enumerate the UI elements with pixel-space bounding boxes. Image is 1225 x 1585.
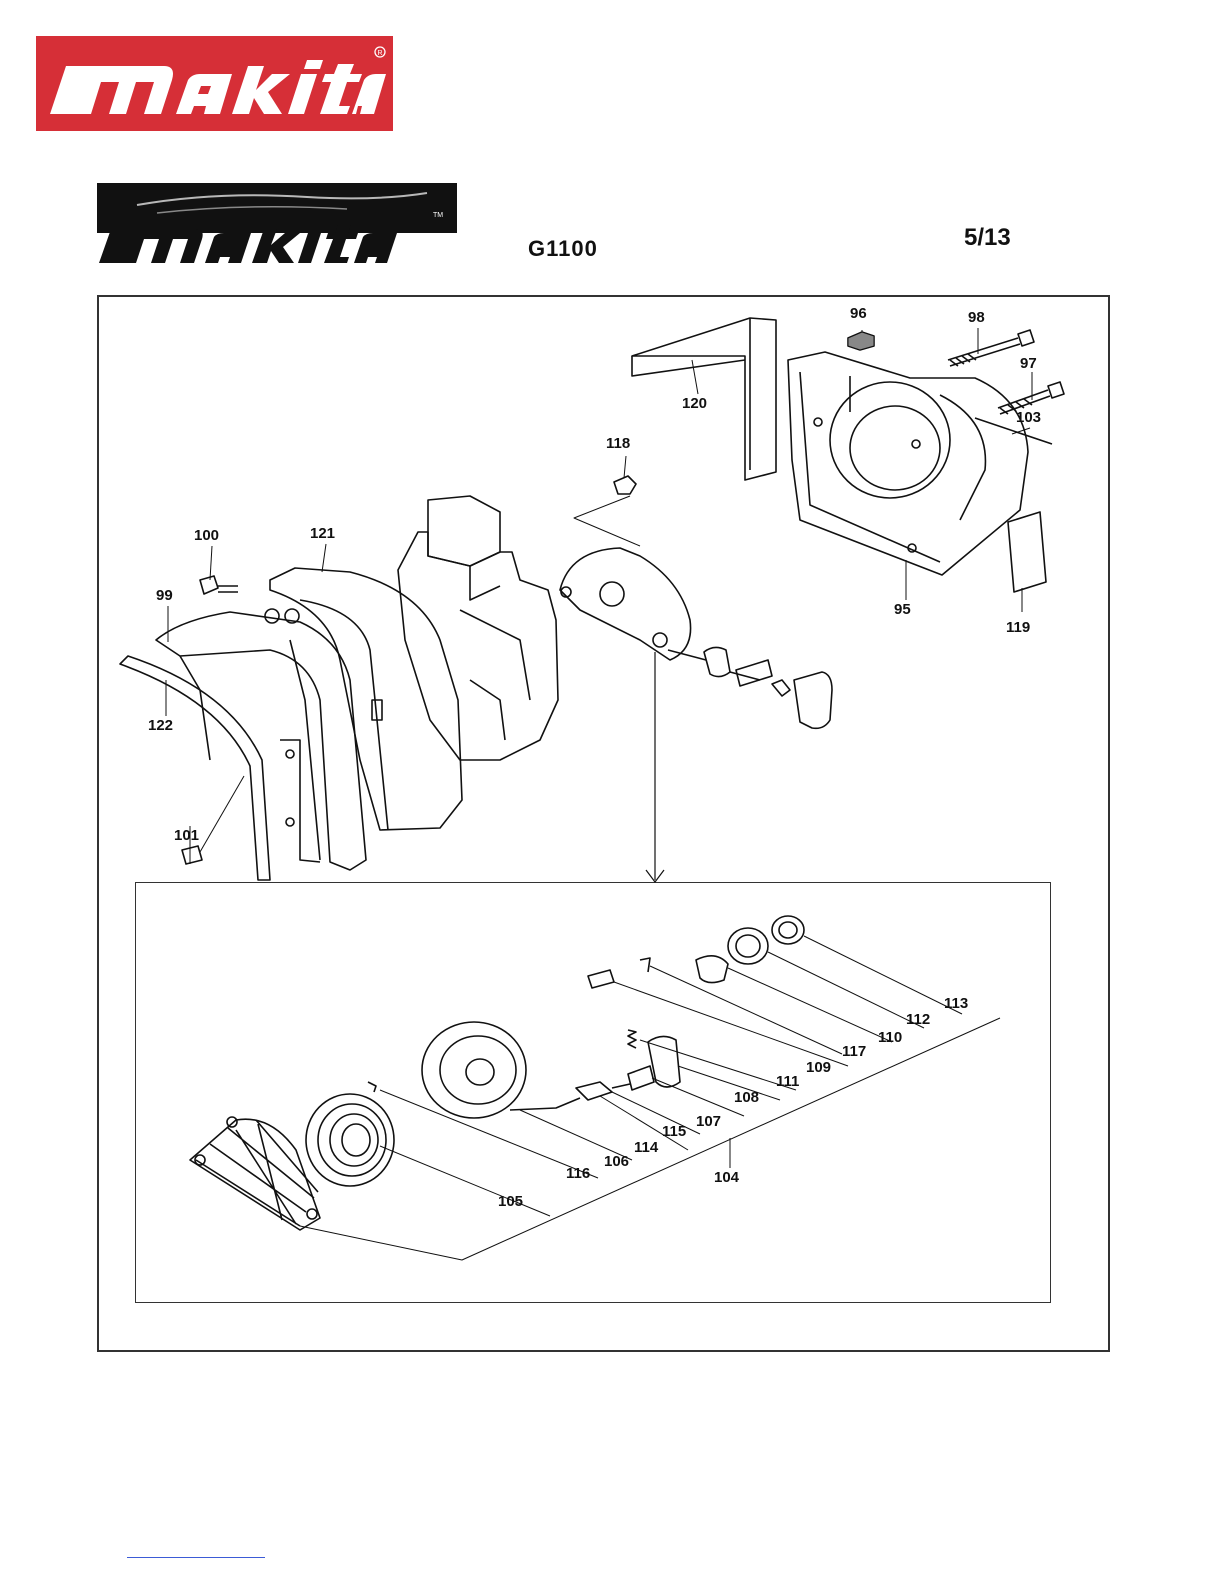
recoil-starter-exploded <box>190 916 804 1230</box>
part-label-106: 106 <box>604 1154 629 1170</box>
part-101-bolt <box>182 776 244 864</box>
leader-lines <box>166 328 1032 1260</box>
part-label-118: 118 <box>606 436 630 452</box>
part-label-107: 107 <box>696 1114 721 1130</box>
part-100-bolt <box>200 576 238 594</box>
part-label-119: 119 <box>1006 620 1030 636</box>
part-label-105: 105 <box>498 1194 523 1210</box>
part-label-108: 108 <box>734 1090 759 1106</box>
part-label-101: 101 <box>174 828 199 844</box>
part-label-103: 103 <box>1016 410 1041 426</box>
part-label-120: 120 <box>682 396 707 412</box>
part-label-95: 95 <box>894 602 911 618</box>
part-label-104: 104 <box>714 1170 739 1186</box>
part-label-100: 100 <box>194 528 219 544</box>
part-label-97: 97 <box>1020 356 1037 372</box>
engine-block <box>398 496 558 760</box>
footer-link-underline[interactable] <box>127 1557 265 1558</box>
part-95-fan-housing <box>788 352 1028 575</box>
part-label-113: 113 <box>944 996 968 1012</box>
part-label-111: 111 <box>776 1074 799 1090</box>
part-118-bolt <box>614 476 636 494</box>
starter-cover-assembly <box>560 548 832 728</box>
part-label-112: 112 <box>906 1012 930 1028</box>
part-label-96: 96 <box>850 306 867 322</box>
part-label-116: 116 <box>566 1166 590 1182</box>
part-label-114: 114 <box>634 1140 658 1156</box>
part-121-cover <box>265 568 462 830</box>
part-label-109: 109 <box>806 1060 831 1076</box>
part-label-122: 122 <box>148 718 173 734</box>
part-label-117: 117 <box>842 1044 866 1060</box>
part-label-115: 115 <box>662 1124 686 1140</box>
part-label-121: 121 <box>310 526 335 542</box>
part-label-110: 110 <box>878 1030 902 1046</box>
part-119-pad <box>1008 512 1046 592</box>
part-label-98: 98 <box>968 310 985 326</box>
part-label-99: 99 <box>156 588 173 604</box>
